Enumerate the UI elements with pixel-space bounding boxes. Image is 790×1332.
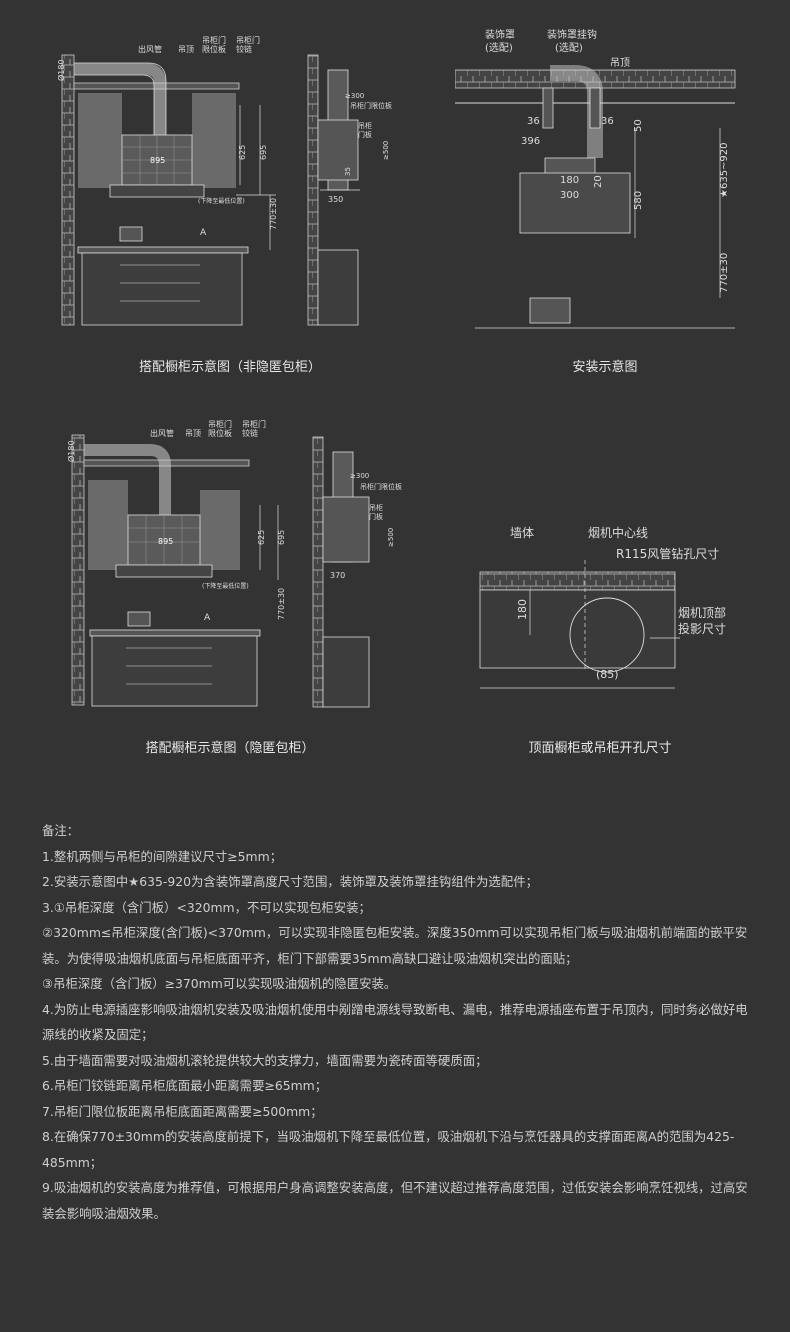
lowest-position-label: (下降至最低位置) [198, 197, 245, 205]
door-hinge-label-2: 铰链 [236, 44, 252, 54]
dim-396-label: 396 [521, 136, 540, 147]
install-ceiling-label: 吊顶 [610, 57, 630, 69]
diagram-front-view-non-hidden: Ø180 出风管 吊顶 吊柜门 限位板 吊柜门 铰链 895 625 695 7… [40, 35, 290, 330]
dim-580-label: 580 [633, 191, 644, 210]
side-door-label-b2: 门板 [369, 512, 383, 521]
range-label: ★635~920 [719, 142, 730, 198]
door-limit-label: 吊柜门 [202, 35, 226, 45]
dim-300-label: 300 [560, 190, 579, 201]
side-gap-500-label: ≥500 [382, 141, 390, 160]
hook-label-2: (选配) [555, 41, 583, 54]
height-625-label: 625 [238, 145, 247, 160]
note-item: 5.由于墙面需要对吸油烟机滚轮提供较大的支撑力，墙面需要为瓷砖面等硬质面； [42, 1052, 488, 1068]
dim-20-label: 20 [593, 175, 604, 188]
note-item: 3.①吊柜深度（含门板）<320mm，不可以实现包柜安装； [42, 899, 371, 915]
door-hinge-label-b: 吊柜门 [242, 420, 266, 429]
diagram-installation: 装饰罩 (选配) 装饰罩挂钩 (选配) 吊顶 36 36 396 50 180 … [455, 28, 755, 333]
side-350-label: 350 [328, 195, 343, 204]
side-gap-300-label: ≥300 [345, 92, 364, 100]
side-door-label-b: 吊柜 [369, 503, 383, 512]
diagram-front-view-hidden: Ø180 出风管 吊顶 吊柜门 限位板 吊柜门 铰链 895 625 695 7… [50, 420, 300, 710]
side-door-label-2: 门板 [358, 130, 372, 139]
dim-36a-label: 36 [527, 116, 540, 127]
width-895-label: 895 [150, 156, 165, 165]
wall-label: 墙体 [510, 526, 534, 540]
height-625-label-b: 625 [257, 530, 266, 545]
projection-label-2: 投影尺寸 [678, 621, 726, 636]
diagram-hole-size: 墙体 烟机中心线 R115风管钻孔尺寸 180 烟机顶部 投影尺寸 (85) [470, 520, 770, 710]
hole-85-label: (85) [596, 668, 619, 681]
door-limit-label-b: 吊柜门 [208, 420, 232, 429]
door-limit-label-2: 限位板 [202, 44, 226, 54]
ceiling-label: 吊顶 [178, 45, 194, 54]
side-370-label: 370 [330, 571, 345, 580]
cover-label-2: (选配) [485, 41, 513, 54]
outlet-label: 出风管 [138, 44, 162, 54]
height-770-label-b: 770±30 [277, 588, 286, 620]
dim-36b-label: 36 [601, 116, 614, 127]
notes-title: 备注： [42, 823, 80, 838]
caption-hole-size: 顶面橱柜或吊柜开孔尺寸 [528, 741, 672, 756]
side-gap-300-label-b: ≥300 [350, 472, 369, 480]
diagram-side-view-hidden: ≥300 吊柜门限位板 吊柜 门板 ≥500 370 [305, 432, 415, 712]
distance-a-label: A [200, 228, 207, 238]
diagram-side-view-non-hidden: ≥300 吊柜门限位板 吊柜 门板 ≥500 35 350 [300, 50, 410, 330]
notes-section: 备注： 1.整机两侧与吊柜的间隙建议尺寸≥5mm； 2.安装示意图中★635-9… [42, 818, 758, 1226]
lowest-position-label-b: (下降至最低位置) [202, 582, 249, 590]
outlet-label-b: 出风管 [150, 428, 174, 438]
caption-non-hidden: 搭配橱柜示意图（非隐匿包柜） [138, 360, 321, 375]
centerline-label: 烟机中心线 [588, 525, 648, 540]
side-limit-label-b: 吊柜门限位板 [360, 482, 402, 491]
ceiling-label-b: 吊顶 [185, 429, 201, 438]
install-height-label: 770±30 [719, 253, 730, 293]
cover-label: 装饰罩 [485, 28, 515, 41]
projection-label: 烟机顶部 [678, 605, 726, 620]
height-770-label: 770±30 [269, 198, 278, 230]
side-35-label: 35 [344, 167, 352, 176]
caption-hidden: 搭配橱柜示意图（隐匿包柜） [145, 741, 315, 756]
note-item: ②320mm≤吊柜深度(含门板)<370mm，可以实现非隐匿包柜安装。深度350… [42, 925, 748, 966]
width-895-label-b: 895 [158, 537, 173, 546]
note-item: 9.吸油烟机的安装高度为推荐值，可根据用户身高调整安装高度，但不建议超过推荐高度… [42, 1180, 748, 1221]
hook-label: 装饰罩挂钩 [547, 28, 597, 41]
note-item: 8.在确保770±30mm的安装高度前提下，当吸油烟机下降至最低位置，吸油烟机下… [42, 1129, 735, 1170]
dim-50-label: 50 [633, 119, 644, 132]
side-door-label: 吊柜 [358, 121, 372, 130]
height-695-label: 695 [259, 145, 268, 160]
dim-180-label: 180 [560, 175, 579, 186]
height-695-label-b: 695 [277, 530, 286, 545]
side-gap-500-label-b: ≥500 [387, 528, 395, 547]
hole-180-label: 180 [516, 599, 529, 620]
note-item: 6.吊柜门铰链距离吊柜底面最小距离需要≥65mm； [42, 1078, 328, 1093]
door-hinge-label-b2: 铰链 [242, 428, 258, 438]
side-limit-label: 吊柜门限位板 [350, 101, 392, 110]
door-limit-label-b2: 限位板 [208, 428, 232, 438]
note-item: 2.安装示意图中★635-920为含装饰罩高度尺寸范围，装饰罩及装饰罩挂钩组件为… [42, 874, 538, 889]
note-item: 7.吊柜门限位板距离吊柜底面距离需要≥500mm； [42, 1103, 323, 1119]
duct-diameter-label-b: Ø180 [66, 440, 76, 462]
caption-installation: 安装示意图 [572, 360, 638, 375]
note-item: 4.为防止电源插座影响吸油烟机安装及吸油烟机使用中剐蹭电源线导致断电、漏电，推荐… [42, 1001, 748, 1043]
distance-a-label-b: A [204, 613, 211, 623]
duct-diameter-label: Ø180 [56, 59, 66, 81]
door-hinge-label: 吊柜门 [236, 35, 260, 45]
hole-size-label: R115风管钻孔尺寸 [616, 546, 719, 561]
note-item: 1.整机两侧与吊柜的间隙建议尺寸≥5mm； [42, 848, 283, 864]
note-item: ③吊柜深度（含门板）≥370mm可以实现吸油烟机的隐匿安装。 [42, 976, 397, 991]
